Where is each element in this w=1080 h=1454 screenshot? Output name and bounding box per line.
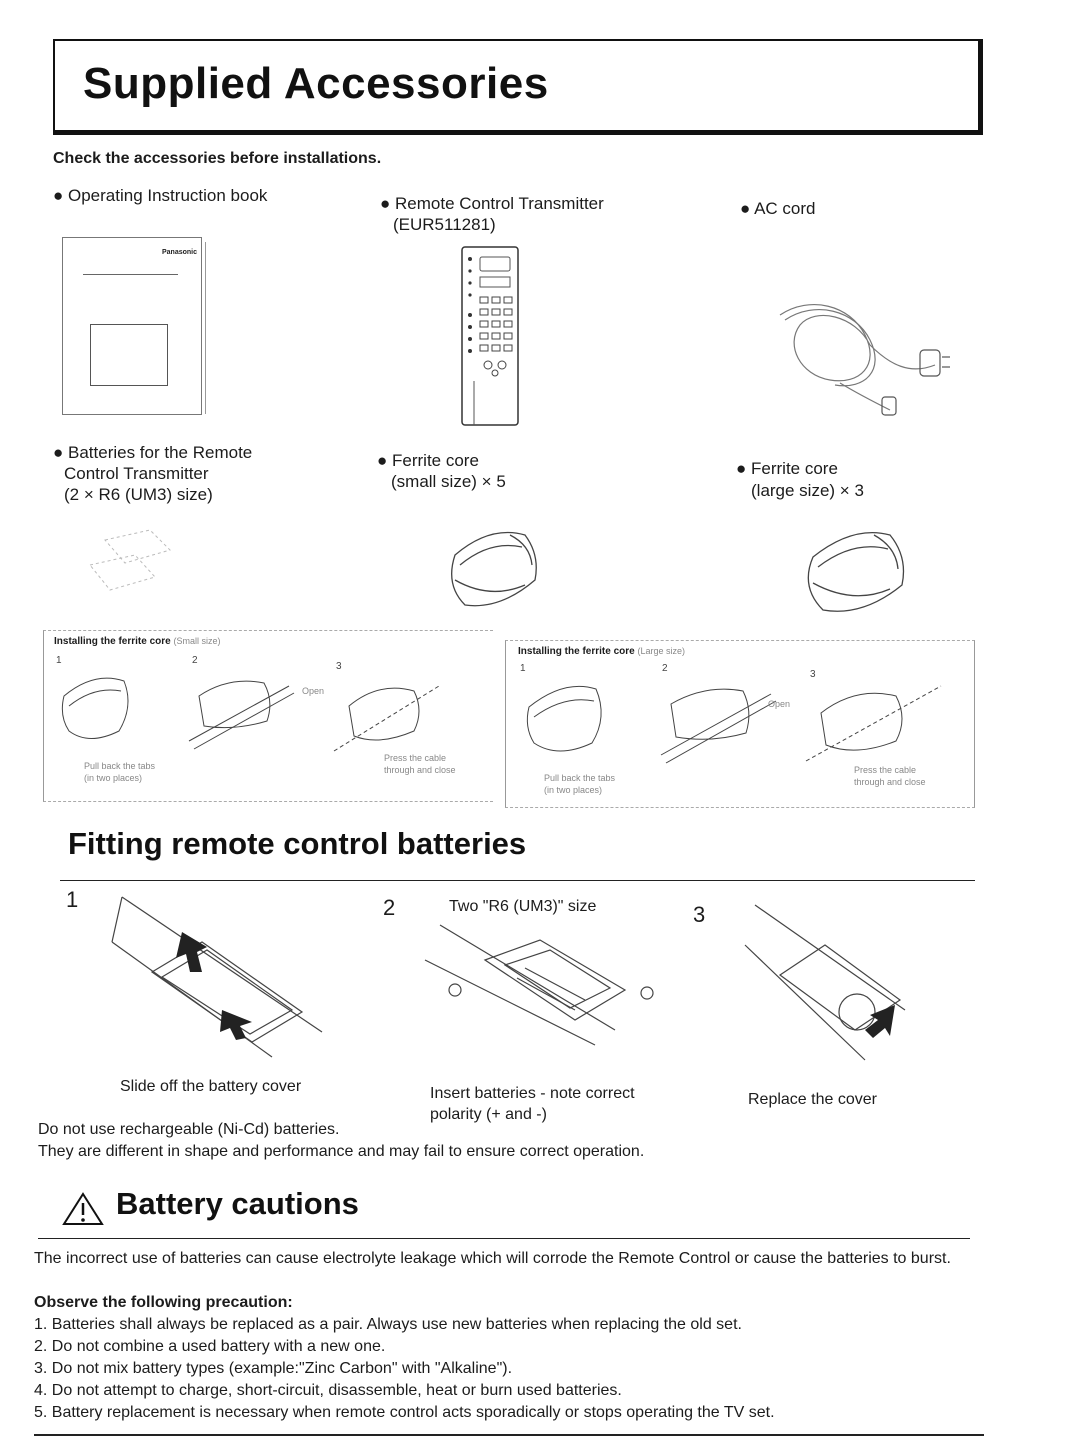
fitting-step-2-caption: Insert batteries - note correct	[430, 1085, 635, 1102]
install-large-press-1: Press the cable	[854, 765, 917, 775]
caution-item-2: 2. Do not combine a used battery with a …	[34, 1338, 386, 1355]
cautions-observe: Observe the following precaution:	[34, 1294, 293, 1311]
bottom-rule	[34, 1434, 984, 1436]
fitting-step3-drawing	[744, 904, 906, 1061]
fitting-step-3-num: 3	[693, 902, 706, 927]
ferrite-small-qty: (small size) × 5	[391, 472, 506, 491]
fitting-title: Fitting remote control batteries	[68, 826, 527, 861]
ferrite-large-qty: (large size) × 3	[751, 481, 864, 500]
install-small-step3-drawing	[333, 685, 440, 752]
install-small-open: Open	[302, 686, 325, 696]
install-small-title: Installing the ferrite core (Small size)	[54, 636, 221, 647]
cautions-rule	[38, 1238, 970, 1239]
ferrite-core-small-illustration	[451, 531, 537, 607]
instruction-book-illustration: Panasonic	[62, 237, 206, 415]
remote-control-illustration	[461, 246, 519, 426]
install-small-pull-1: Pull back the tabs	[84, 761, 156, 771]
fitting-note-1: Do not use rechargeable (Ni-Cd) batterie…	[38, 1121, 340, 1138]
fitting-rule	[60, 880, 975, 881]
install-large-step-2: 2	[662, 663, 668, 674]
install-large-step2-drawing	[660, 688, 777, 764]
item-ferrite-small: ● Ferrite core	[377, 451, 479, 470]
install-small-press-2: through and close	[384, 765, 456, 775]
install-large-press-2: through and close	[854, 777, 926, 787]
install-small-press-1: Press the cable	[384, 753, 447, 763]
fitting-step-2-num: 2	[383, 895, 396, 920]
fitting-step2-drawing	[424, 924, 654, 1046]
fitting-step1-drawing	[111, 896, 323, 1058]
install-large-pull-2: (in two places)	[544, 785, 603, 795]
title-box: Supplied Accessories	[53, 39, 983, 135]
accessories-intro: Check the accessories before installatio…	[53, 150, 382, 167]
fitting-step-2-top: Two "R6 (UM3)" size	[449, 898, 597, 915]
ac-cord-illustration	[779, 304, 950, 416]
brand-logo: Panasonic	[161, 249, 197, 256]
install-small-step-3: 3	[336, 661, 342, 672]
install-large-panel: Installing the ferrite core (Large size)…	[505, 640, 975, 808]
cautions-intro: The incorrect use of batteries can cause…	[34, 1250, 951, 1267]
item-ac-cord: ● AC cord	[740, 199, 816, 218]
caution-item-1: 1. Batteries shall always be replaced as…	[34, 1316, 742, 1333]
cautions-title: Battery cautions	[116, 1186, 359, 1221]
fitting-step-1-caption: Slide off the battery cover	[120, 1078, 302, 1095]
item-batteries: ● Batteries for the Remote	[53, 443, 253, 462]
install-large-title: Installing the ferrite core (Large size)	[518, 646, 686, 657]
install-small-step-2: 2	[192, 655, 198, 666]
item-ferrite-large: ● Ferrite core	[736, 459, 838, 478]
fitting-step-3-caption: Replace the cover	[748, 1091, 877, 1108]
page-title: Supplied Accessories	[83, 59, 549, 108]
warning-icon	[62, 1192, 104, 1225]
install-large-step1-drawing	[526, 685, 602, 752]
caution-item-4: 4. Do not attempt to charge, short-circu…	[34, 1382, 622, 1399]
install-small-step2-drawing	[188, 680, 295, 750]
fitting-step-2-caption2: polarity (+ and -)	[430, 1106, 547, 1123]
ferrite-core-large-illustration	[807, 532, 905, 612]
install-small-step1-drawing	[61, 677, 129, 739]
install-large-pull-1: Pull back the tabs	[544, 773, 616, 783]
install-small-panel: Installing the ferrite core (Small size)…	[43, 630, 493, 802]
caution-item-5: 5. Battery replacement is necessary when…	[34, 1404, 775, 1421]
install-large-step3-drawing	[805, 685, 942, 762]
install-small-pull-2: (in two places)	[84, 773, 143, 783]
install-large-step-1: 1	[520, 663, 526, 674]
item-instruction-book: ● Operating Instruction book	[53, 186, 268, 205]
fitting-step-1-num: 1	[66, 887, 79, 912]
batteries-line2: Control Transmitter	[64, 464, 209, 483]
caution-item-3: 3. Do not mix battery types (example:"Zi…	[34, 1360, 513, 1377]
install-small-step-1: 1	[56, 655, 62, 666]
item-remote-control: ● Remote Control Transmitter	[380, 194, 604, 213]
fitting-note-2: They are different in shape and performa…	[38, 1143, 645, 1160]
install-large-open: Open	[768, 699, 791, 709]
remote-model: (EUR511281)	[393, 215, 496, 234]
install-large-step-3: 3	[810, 669, 816, 680]
batteries-illustration	[89, 529, 171, 591]
batteries-line3: (2 × R6 (UM3) size)	[64, 485, 213, 504]
